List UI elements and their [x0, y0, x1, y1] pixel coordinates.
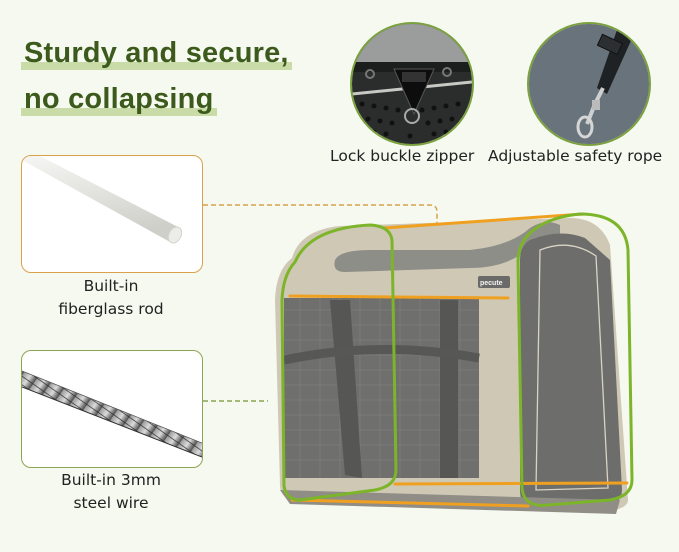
feature-caption-safety-rope: Adjustable safety rope — [488, 147, 663, 165]
fiberglass-rod-box — [21, 155, 203, 273]
headline-line-1: Sturdy and secure, — [21, 30, 292, 76]
steel-wire-box — [21, 350, 203, 468]
feature-caption-zipper: Lock buckle zipper — [330, 147, 475, 165]
headline-line-2: no collapsing — [21, 76, 216, 122]
fiberglass-rod-icon — [22, 156, 183, 244]
pet-carrier: pecute — [275, 218, 628, 514]
safety-rope-clip-icon — [527, 22, 651, 146]
brand-label: pecute — [480, 280, 503, 287]
headline: Sturdy and secure, no collapsing — [21, 30, 292, 122]
feature-caption-steel-wire: Built-in 3mm steel wire — [61, 471, 161, 512]
feature-caption-fiberglass: Built-in fiberglass rod — [58, 277, 164, 318]
steel-wire-icon — [22, 370, 202, 458]
